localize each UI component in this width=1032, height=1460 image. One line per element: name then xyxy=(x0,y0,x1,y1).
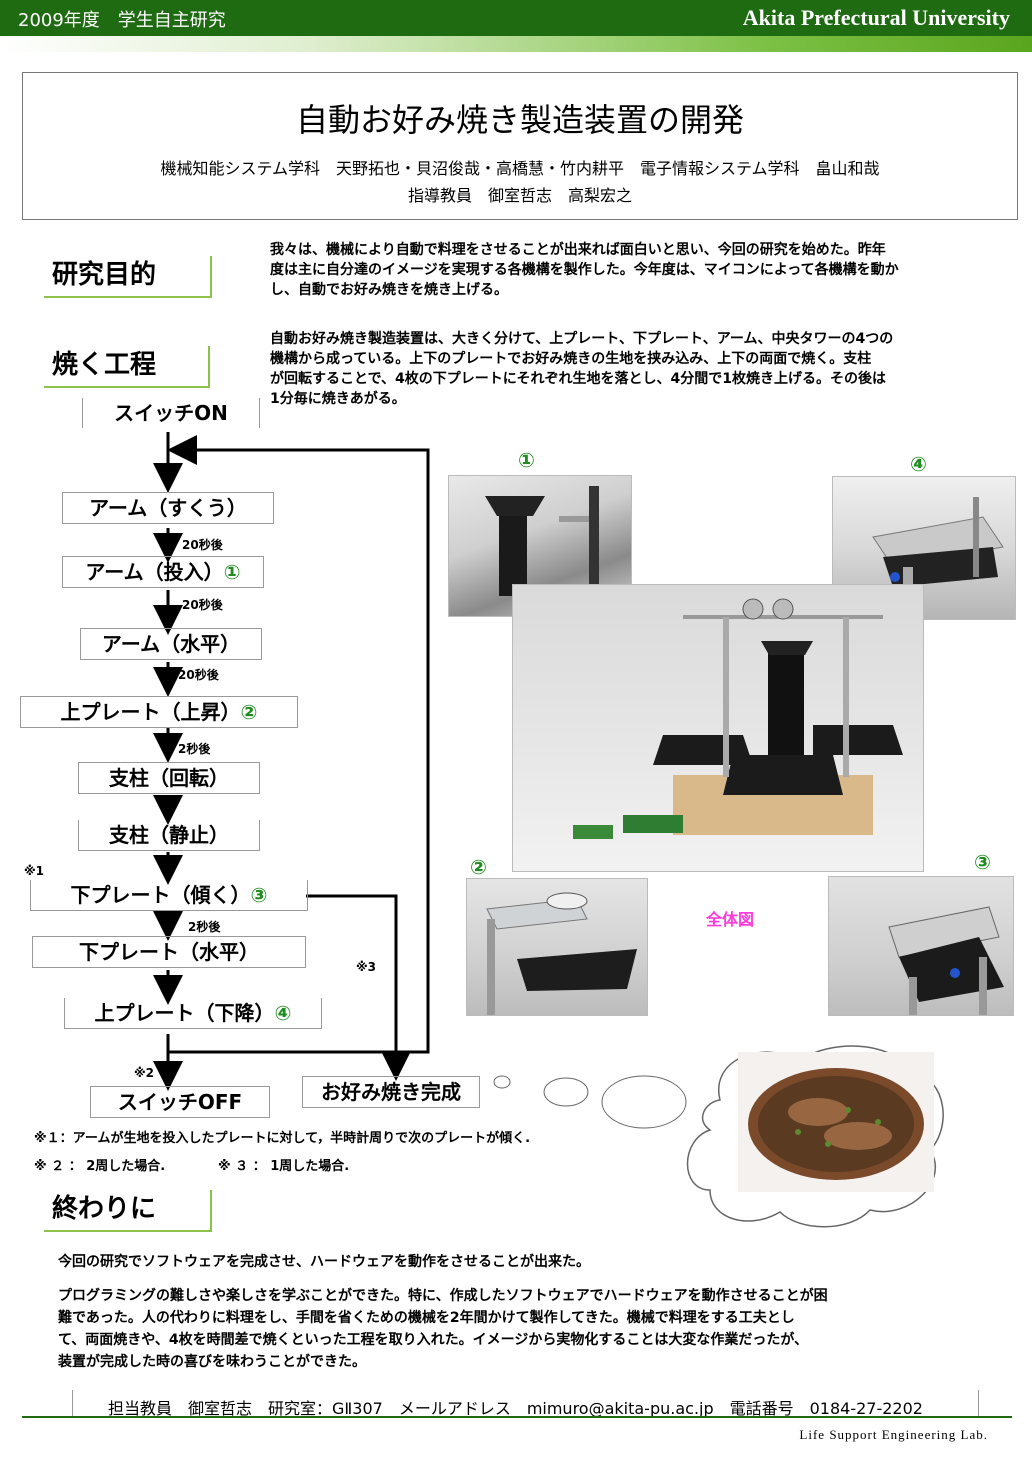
section-conclusion-heading: 終わりに xyxy=(44,1190,212,1232)
flow-step-text: 上プレート（上昇） xyxy=(60,700,241,724)
flow-step: 上プレート（上昇）② xyxy=(20,696,298,728)
note-mark-3: ※3 xyxy=(356,960,377,974)
flow-switch-off: スイッチOFF xyxy=(90,1086,270,1118)
purpose-line: 我々は、機械により自動で料理をさせることが出来れば面白いと思い、今回の研究を始め… xyxy=(270,242,886,258)
conclusion-p1: 今回の研究でソフトウェアを完成させ、ハードウェアを動作をさせることが出来た。 xyxy=(58,1254,590,1270)
header-gradient xyxy=(0,36,1032,52)
photo-arm-image xyxy=(485,486,599,616)
note-mark-2: ※2 xyxy=(134,1066,155,1080)
device-line: 1分毎に焼きあがる。 xyxy=(270,391,406,407)
conclusion-p2: プログラミングの難しさや楽しさを学ぶことができた。特に、作成したソフトウェアでハ… xyxy=(58,1285,978,1373)
purpose-line: 度は主に自分達のイメージを実現する各機構を製作した。今年度は、マイコンによって各… xyxy=(270,262,899,278)
note-3: ※ ３ ： 1周した場合. xyxy=(218,1159,350,1174)
conclusion-line: 装置が完成した時の喜びを味わうことができた。 xyxy=(58,1354,366,1370)
page-title: 自動お好み焼き製造装置の開発 xyxy=(295,101,744,139)
flow-step: アーム（水平） xyxy=(80,628,262,660)
title-box: 自動お好み焼き製造装置の開発 機械知能システム学科 天野拓也・貝沼俊哉・高橋慧・… xyxy=(22,72,1018,220)
delay-label: 2秒後 xyxy=(178,742,211,756)
flow-step: 下プレート（水平） xyxy=(32,936,306,968)
footer-contact: 担当教員 御室哲志 研究室：GⅡ307 メールアドレス mimuro@akita… xyxy=(108,1399,923,1418)
conclusion-line: て、両面焼きや、4枚を時間差で焼くといった工程を取り入れた。イメージから実物化す… xyxy=(58,1332,809,1348)
photo-lower-plate-tilt xyxy=(828,876,1014,1016)
flow-step: アーム（投入）① xyxy=(62,556,264,588)
device-line: 自動お好み焼き製造装置は、大きく分けて、上プレート、下プレート、アーム、中央タワ… xyxy=(270,331,894,347)
photo-label-4: ④ xyxy=(910,452,927,476)
photo-upper-plate-up-image xyxy=(486,892,637,1015)
device-paragraph: 自動お好み焼き製造装置は、大きく分けて、上プレート、下プレート、アーム、中央タワ… xyxy=(270,329,1020,409)
photo-overall-image xyxy=(573,598,903,839)
flow-step: 支柱（回転） xyxy=(78,762,260,794)
device-line: が回転することで、4枚の下プレートにそれぞれ生地を落とし、4分間で1枚焼き上げる… xyxy=(270,371,886,387)
flow-step-text: アーム（投入） xyxy=(85,560,224,584)
photo-label-2: ② xyxy=(470,855,487,879)
flow-step: 上プレート（下降）④ xyxy=(64,998,322,1029)
flow-step-text: 上プレート（下降） xyxy=(94,1001,275,1025)
loop-arrow xyxy=(167,435,430,1054)
advisors: 指導教員 御室哲志 高梨宏之 xyxy=(407,186,632,205)
footer-divider xyxy=(72,1390,73,1416)
section-purpose-heading: 研究目的 xyxy=(44,256,212,298)
bubble-dot xyxy=(601,1075,687,1129)
photo-label-1: ① xyxy=(518,448,535,472)
note-1: ※１：アームが生地を投入したプレートに対して，半時計周りで次のプレートが傾く. xyxy=(34,1131,531,1146)
flow-step-mark: ③ xyxy=(250,883,268,907)
flow-step-mark: ② xyxy=(240,700,258,724)
section-process-heading: 焼く工程 xyxy=(44,346,210,388)
device-line: 機構から成っている。上下のプレートでお好み焼きの生地を挟み込み、上下の両面で焼く… xyxy=(270,351,872,367)
flow-step: 支柱（静止） xyxy=(78,820,260,851)
purpose-paragraph: 我々は、機械により自動で料理をさせることが出来れば面白いと思い、今回の研究を始め… xyxy=(270,240,1020,300)
delay-label: 2秒後 xyxy=(188,920,221,934)
bubble-dot xyxy=(543,1077,589,1107)
delay-label: 20秒後 xyxy=(182,598,223,612)
flow-step: アーム（すくう） xyxy=(62,492,274,524)
photo-overall xyxy=(512,584,924,872)
university-name: Akita Prefectural University xyxy=(742,5,1010,30)
photo-lower-plate-tilt-image xyxy=(888,906,1004,1015)
bubble-dot xyxy=(493,1075,511,1089)
note-mark-1: ※1 xyxy=(24,864,45,878)
conclusion-line: 難であった。人の代わりに料理をし、手間を省くための機械を2年間かけて製作してきた… xyxy=(58,1310,795,1326)
photo-upper-plate-up xyxy=(466,878,648,1016)
note-2: ※ ２ ： 2周した場合. xyxy=(34,1159,166,1174)
authors: 機械知能システム学科 天野拓也・貝沼俊哉・高橋慧・竹内耕平 電子情報システム学科… xyxy=(160,159,880,178)
delay-label: 20秒後 xyxy=(182,538,223,552)
flow-step-mark: ④ xyxy=(274,1001,292,1025)
flow-switch-on: スイッチON xyxy=(82,398,260,428)
footer-divider xyxy=(978,1390,979,1416)
flow-step-text: 下プレート（傾く） xyxy=(70,883,251,907)
flow-complete: お好み焼き完成 xyxy=(302,1076,480,1108)
flow-step: 下プレート（傾く）③ xyxy=(30,880,308,911)
okonomiyaki-photo xyxy=(738,1052,934,1192)
delay-label: 20秒後 xyxy=(178,668,219,682)
purpose-line: し、自動でお好み焼きを焼き上げる。 xyxy=(270,282,508,298)
branch-arrow xyxy=(306,894,411,1081)
photo-upper-plate-image xyxy=(872,497,1004,619)
photo-label-3: ③ xyxy=(974,850,991,874)
overall-caption: 全体図 xyxy=(706,910,755,929)
flow-step-mark: ① xyxy=(223,560,241,584)
conclusion-line: プログラミングの難しさや楽しさを学ぶことができた。特に、作成したソフトウェアでハ… xyxy=(58,1288,828,1304)
header-year-label: 2009年度 学生自主研究 xyxy=(18,10,226,31)
okonomiyaki-image xyxy=(738,1052,934,1192)
footer-lab: Life Support Engineering Lab. xyxy=(799,1427,988,1442)
header-bar xyxy=(0,0,1032,36)
footer-line xyxy=(22,1416,1012,1418)
